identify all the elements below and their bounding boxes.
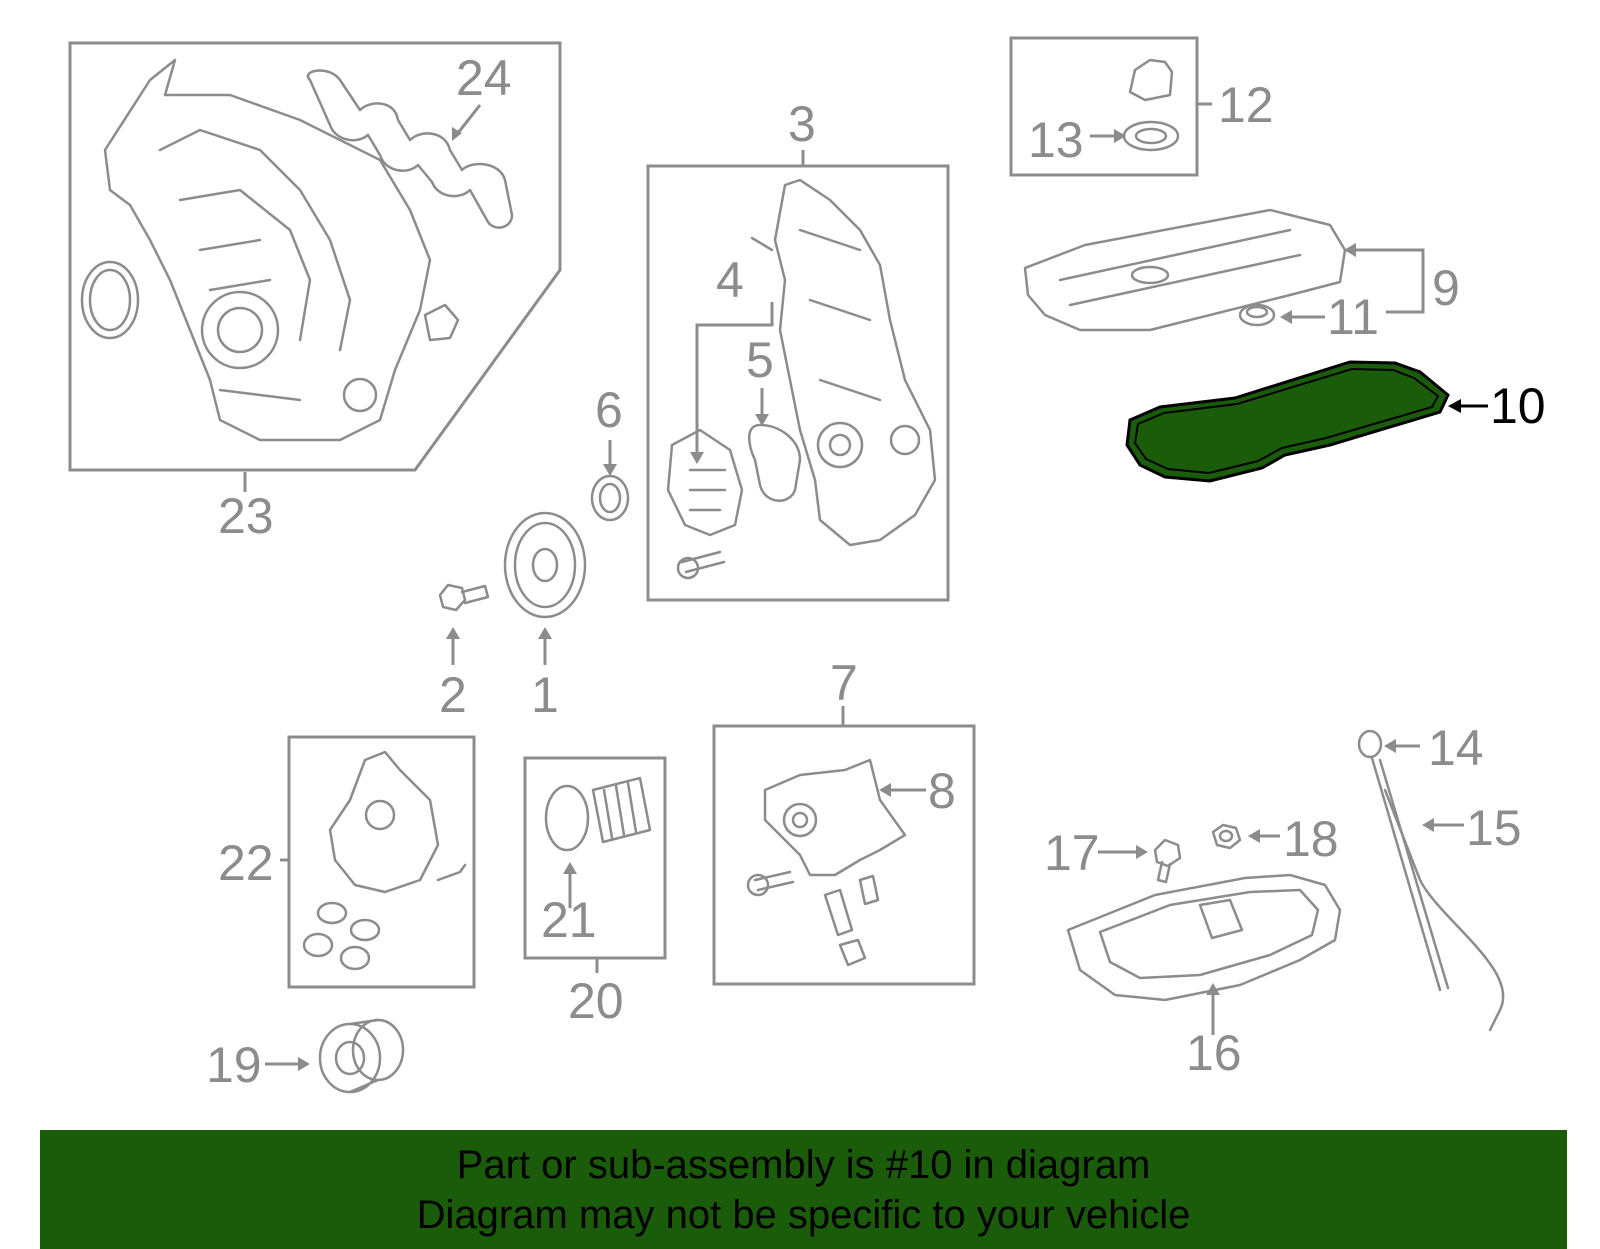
callout-9: 9	[1432, 260, 1460, 316]
group-3-box	[646, 164, 950, 602]
banner-line-disclaimer: Diagram may not be specific to your vehi…	[416, 1192, 1191, 1237]
timing-cover-drawing	[750, 178, 937, 547]
valve-cover-gasket[interactable]	[1125, 360, 1450, 483]
callout-7: 7	[830, 655, 858, 711]
arrow-24	[452, 127, 462, 141]
arrow-15	[1422, 818, 1434, 832]
leader-4	[695, 302, 774, 460]
part-10-highlighted[interactable]: 10	[1125, 360, 1546, 483]
callout-11: 11	[1327, 289, 1379, 345]
callout-5: 5	[746, 332, 774, 388]
engine-block-drawing	[80, 58, 460, 442]
arrow-6	[603, 464, 617, 476]
callout-19: 19	[206, 1037, 262, 1093]
arrow-10	[1448, 399, 1461, 413]
water-pump-drawing	[666, 423, 802, 580]
arrow-13	[1114, 129, 1126, 143]
callout-13: 13	[1028, 112, 1084, 168]
callout-24: 24	[456, 50, 512, 106]
part-group-23: 23 24	[68, 41, 562, 544]
callout-4: 4	[716, 252, 744, 308]
arrow-11	[1280, 310, 1292, 324]
leader-9	[1352, 248, 1425, 314]
part-group-9: 9 11	[1023, 208, 1460, 345]
callout-22: 22	[218, 835, 274, 891]
arrow-1	[538, 627, 552, 639]
callout-16: 16	[1186, 1025, 1242, 1081]
callout-14: 14	[1428, 720, 1484, 776]
part-19: 19	[206, 1018, 405, 1094]
arrow-18	[1248, 829, 1260, 843]
group-23-box	[68, 41, 562, 472]
arrow-5	[755, 414, 769, 426]
callout-1: 1	[531, 667, 559, 723]
manifold-gasket-24	[306, 69, 514, 229]
group-20-box	[523, 756, 667, 960]
arrow-17	[1136, 845, 1148, 859]
part-group-3: 3 4 5	[646, 96, 950, 602]
part-group-7: 7 8	[712, 655, 976, 986]
part-6: 6	[590, 382, 630, 522]
callout-23: 23	[218, 488, 274, 544]
part-group-20: 20 21	[523, 756, 667, 1029]
callout-20: 20	[568, 973, 624, 1029]
callout-2: 2	[439, 667, 467, 723]
arrow-4	[690, 452, 704, 464]
callout-12: 12	[1218, 77, 1274, 133]
arrow-9	[1344, 243, 1356, 257]
arrow-16	[1206, 983, 1220, 995]
part-1: 1	[503, 511, 587, 723]
callout-21: 21	[541, 892, 597, 948]
part-group-16: 16 17 18	[1044, 811, 1342, 1081]
arrow-19	[298, 1057, 310, 1071]
arrow-14	[1384, 739, 1396, 753]
arrow-2	[446, 627, 460, 639]
group-22-box	[287, 735, 476, 989]
callout-17: 17	[1044, 825, 1100, 881]
info-banner-bg	[40, 1130, 1567, 1249]
arrow-8	[879, 783, 891, 797]
callout-15: 15	[1466, 800, 1522, 856]
leader-24	[456, 104, 482, 134]
arrow-21	[563, 862, 577, 874]
part-group-12: 12 13	[1009, 36, 1274, 177]
callout-18: 18	[1283, 811, 1339, 867]
group-12-box	[1009, 36, 1199, 177]
info-banner: Part or sub-assembly is #10 in diagram D…	[40, 1130, 1567, 1249]
banner-line-part-info: Part or sub-assembly is #10 in diagram	[456, 1142, 1151, 1187]
part-2: 2	[438, 583, 490, 723]
part-group-22: 22	[218, 735, 476, 989]
callout-8: 8	[928, 763, 956, 819]
callout-6: 6	[595, 382, 623, 438]
callout-10: 10	[1490, 378, 1546, 434]
part-group-14-15: 14 15	[1357, 720, 1522, 1032]
callout-3: 3	[788, 96, 816, 152]
